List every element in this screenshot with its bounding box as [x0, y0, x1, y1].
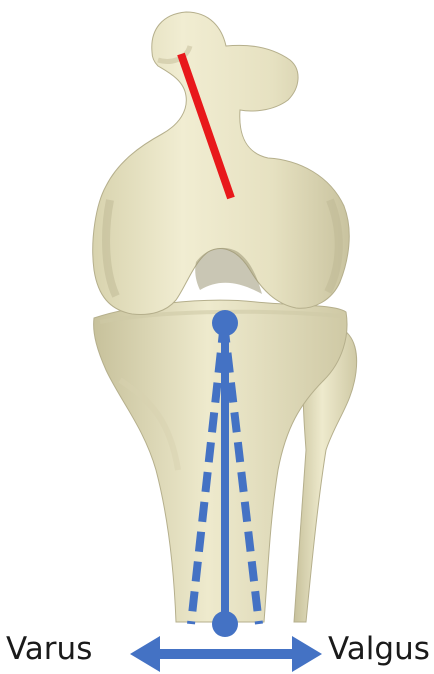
axis-top-point — [212, 310, 238, 336]
varus-valgus-arrow — [130, 636, 322, 672]
varus-label: Varus — [6, 634, 92, 665]
valgus-label: Valgus — [328, 634, 430, 665]
axis-bottom-point — [212, 611, 238, 637]
